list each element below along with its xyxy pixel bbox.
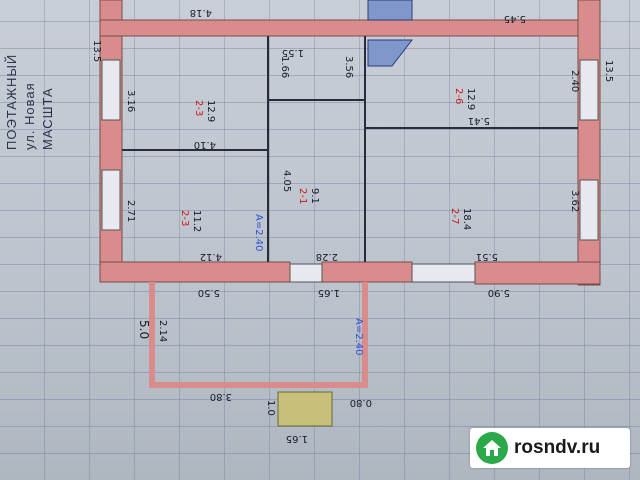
dimension-labels: 4.18 5.45 13.5 3.16 2.71 13.5 2.40 3.62 … [91,7,614,444]
dim-right-lower: 3.62 [569,190,580,212]
dim-porch-left: 2.14 [157,320,168,342]
room-area-2-6: 12.9 [465,88,476,110]
watermark-text: rosndv.ru [514,437,601,458]
dim-porch-outer: 5.0 [137,320,151,339]
house-icon [476,432,508,464]
steps [277,391,333,427]
dim-left-outer: 13.5 [91,40,102,62]
dim-bottom-left-outer: 5.50 [198,287,220,298]
dim-steps-w: 1.65 [286,433,308,444]
dim-mid-right: 5.41 [468,115,490,126]
ceiling-height-b: A=2.40 [353,318,364,356]
room-labels: 2-3 12.9 2-3 11.2 2-1 9.1 2-6 12.9 2-7 1… [179,88,476,232]
dim-bottom-mid: 2.28 [316,251,338,262]
room-id-2-3: 2-3 [193,100,204,116]
dim-small-2: 3.56 [343,56,354,78]
room-id-2-7: 2-7 [449,208,460,224]
margin-label-2: ул. Новая [22,82,37,150]
ceiling-height-a: A=2.40 [253,214,264,252]
dim-right-outer: 13.5 [603,60,614,82]
dim-small-1: 1.66 [279,56,290,78]
partitions [122,36,578,262]
window-right-upper [579,59,599,121]
margin-label-1: ПОЭТАЖНЫЙ [4,54,19,150]
wall-bottom-left [99,261,291,283]
dim-left-lower: 2.71 [125,200,136,222]
dim-porch-bottom: 3.80 [210,391,232,402]
dim-corridor-h: 4.05 [281,170,292,192]
dim-bottom-left-inner: 4.12 [200,251,222,262]
room-area-2-7: 18.4 [461,208,472,230]
room-id-2-2: 2-3 [179,210,190,226]
room-id-2-1: 2-1 [297,188,308,204]
watermark-badge: rosndv.ru [470,428,630,468]
window-left-upper [101,59,121,121]
margin-label-3: МАСШТА [40,87,55,150]
dim-mid-left: 4.10 [194,139,216,150]
dim-right-upper: 2.40 [569,70,580,92]
dim-steps-h: 1.0 [265,400,276,416]
wall-right [577,0,601,286]
staircase [367,0,414,67]
dim-corridor-w: 1.65 [318,287,340,298]
walls [99,0,601,286]
dim-bottom-right-outer: 5.90 [488,287,510,298]
window-left-lower [101,169,121,231]
dim-top-right: 5.45 [504,13,526,24]
windows [101,59,599,283]
dim-bottom-right-inner: 5.51 [476,251,498,262]
window-bottom [411,263,476,283]
window-right-lower [579,179,599,241]
wall-bottom-right [474,261,601,285]
dim-top-left: 4.18 [190,7,212,18]
wall-left [99,0,123,283]
wall-bottom-mid [321,261,413,283]
room-id-2-6: 2-6 [453,88,464,104]
room-area-2-3: 12.9 [205,100,216,122]
room-area-2-1: 9.1 [309,188,320,204]
dim-small-3: 1.55 [282,47,304,58]
dim-porch-bottom-r: 0.80 [350,397,372,408]
door-bottom [289,263,323,283]
dim-left-upper: 3.16 [125,90,136,112]
porch [149,282,368,388]
margin-text: ПОЭТАЖНЫЙ ул. Новая МАСШТА [4,54,55,150]
room-area-2-2: 11.2 [191,210,202,232]
